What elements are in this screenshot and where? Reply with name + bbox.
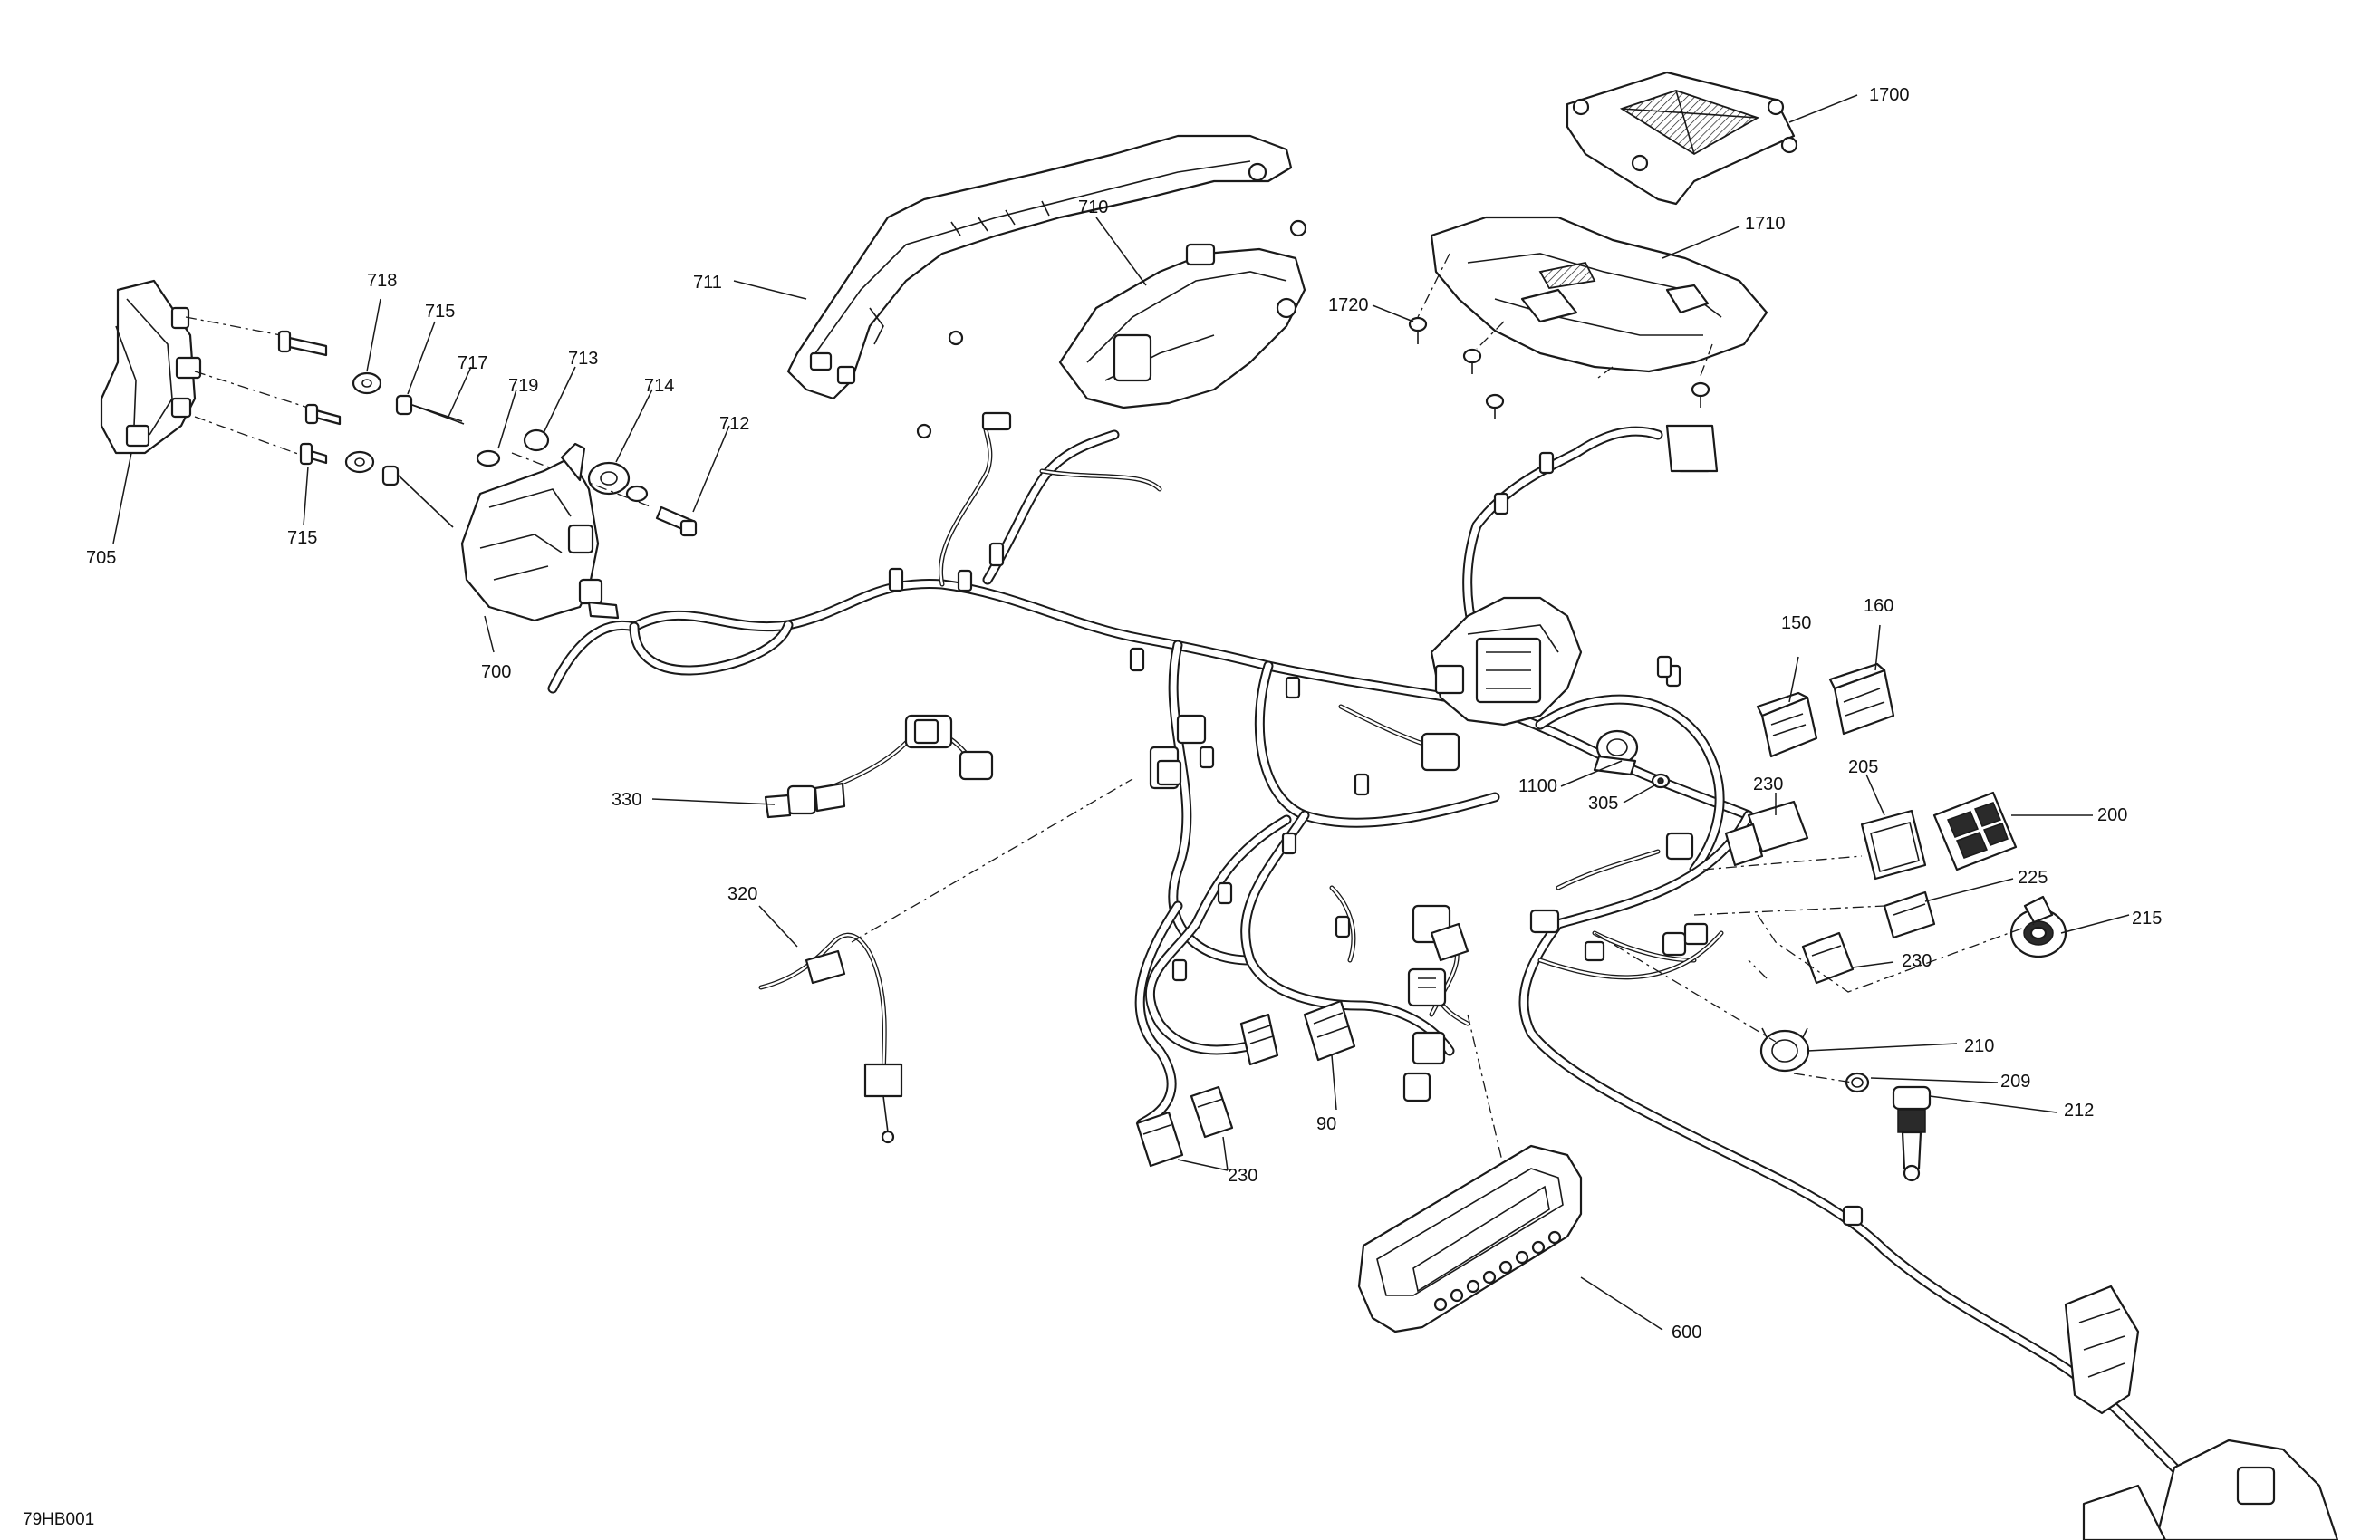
bolts-715-718-717 (185, 316, 698, 537)
callout-1700: 1700 (1869, 85, 1910, 105)
switch-blank-230 (1724, 800, 1809, 867)
callout-1710: 1710 (1745, 214, 1786, 234)
relays-90 (1239, 999, 1356, 1066)
callout-713: 713 (568, 349, 598, 369)
label-plate-205 (1860, 809, 1927, 881)
callout-710: 710 (1078, 197, 1108, 217)
callout-230-upper: 230 (1753, 775, 1783, 794)
callout-714: 714 (644, 376, 674, 396)
switch-160 (1828, 662, 1895, 736)
branch-wires (939, 414, 1724, 1026)
display-buttons (1433, 1230, 1562, 1312)
callout-labels: 705 718 715 717 719 713 714 712 715 700 … (23, 85, 2162, 1529)
mount-bracket-710 (916, 219, 1307, 439)
rear-harness-end (2064, 1285, 2339, 1540)
sensor-harness-330 (764, 714, 994, 819)
switch-blank-230-lower (1801, 931, 1855, 985)
display-cluster-600 (1357, 1144, 1583, 1333)
callout-719: 719 (508, 376, 538, 396)
callout-160: 160 (1864, 596, 1893, 616)
harness-clips (888, 451, 1864, 1227)
harness-connectors (1149, 424, 1719, 1102)
callout-320: 320 (727, 884, 757, 904)
mirror-housing-700 (460, 442, 620, 622)
callout-200: 200 (2097, 805, 2127, 825)
callout-712: 712 (719, 414, 749, 434)
bracket-705 (100, 279, 202, 455)
switch-150 (1756, 691, 1818, 758)
switch-225 (1883, 890, 1936, 939)
callout-210: 210 (1964, 1036, 1994, 1056)
callout-715-lower: 715 (287, 528, 317, 548)
callout-711: 711 (693, 273, 722, 293)
callout-330: 330 (612, 790, 641, 810)
assembly-lines-right (1594, 855, 2035, 1083)
power-outlet-215 (2009, 895, 2067, 958)
callout-1100: 1100 (1518, 776, 1557, 796)
callout-90: 90 (1316, 1114, 1336, 1134)
drawing-code: 79HB001 (23, 1510, 94, 1529)
callout-225: 225 (2018, 868, 2048, 888)
nut-209 (1845, 1072, 1870, 1093)
callout-305: 305 (1588, 794, 1618, 813)
screws-1720 (1408, 316, 1710, 419)
connector-600-pigtail (1407, 967, 1505, 1169)
callout-230-lower: 230 (1228, 1166, 1257, 1186)
grommet-305 (1651, 773, 1671, 789)
callout-205: 205 (1848, 757, 1878, 777)
callout-600: 600 (1672, 1323, 1701, 1343)
relay-fuse-box (1430, 596, 1583, 727)
fuse-holders-230 (1135, 1085, 1234, 1168)
callout-209: 209 (2000, 1072, 2030, 1092)
callout-700: 700 (481, 662, 511, 682)
callout-717: 717 (458, 353, 487, 373)
callout-705: 705 (86, 548, 116, 568)
callout-718: 718 (367, 271, 397, 291)
callout-1720: 1720 (1328, 295, 1369, 315)
callout-leaders (112, 94, 2130, 1331)
callout-715-upper: 715 (425, 302, 455, 322)
module-tray-1710 (1417, 216, 1768, 381)
callout-212: 212 (2064, 1101, 2094, 1121)
sensor-lead-320 (758, 778, 1133, 1144)
connector-210 (1759, 1027, 1810, 1073)
callout-230-middle: 230 (1902, 951, 1932, 971)
key-212 (1892, 1085, 1932, 1182)
handlebar-cover-711 (786, 134, 1293, 400)
switch-pack-200 (1932, 791, 2018, 871)
control-module-1700 (1566, 71, 1798, 206)
callout-150: 150 (1781, 613, 1811, 633)
callout-215: 215 (2132, 909, 2162, 929)
ignition-socket-1100 (1593, 729, 1639, 776)
main-wiring-harness (547, 426, 2325, 1536)
